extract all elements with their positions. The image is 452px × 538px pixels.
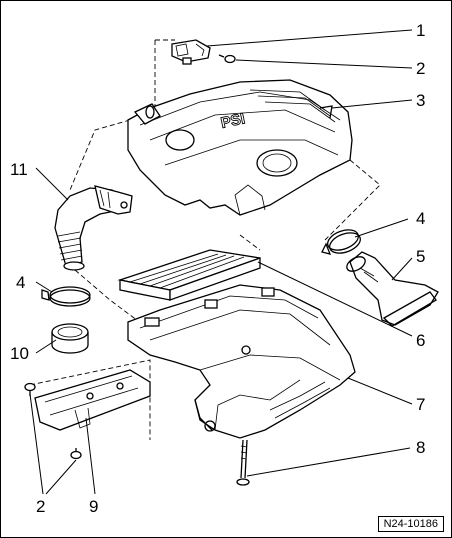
callout-2-top: 2: [416, 59, 425, 78]
callout-4-left: 4: [16, 273, 25, 292]
part-10-seal-ring: [51, 323, 89, 354]
callout-2-bottom: 2: [36, 497, 45, 516]
leader-lines: [29, 29, 413, 495]
callout-1: 1: [416, 21, 425, 40]
callout-numbers: 1 2 3 4 5 6 7 8 11 4 10 2 9: [10, 21, 425, 516]
part-6-filter-element: [117, 249, 261, 301]
callout-4-right: 4: [416, 209, 425, 228]
cover-logo-text: PSI: [219, 110, 246, 132]
part-9-bracket: [34, 369, 151, 431]
part-8-bolt: [236, 439, 250, 486]
part-5-intake-duct: [346, 251, 439, 327]
part-4-clamp-right: [321, 229, 361, 255]
part-2-screws-bottom: [24, 382, 82, 460]
callout-3: 3: [416, 91, 425, 110]
callout-10: 10: [10, 344, 29, 363]
callout-9: 9: [89, 497, 98, 516]
callout-6: 6: [416, 331, 425, 350]
part-4-clamp-left: [41, 286, 91, 307]
callout-7: 7: [416, 395, 425, 414]
part-11-intake-hose: [54, 185, 133, 271]
part-3-engine-cover: PSI: [127, 79, 353, 216]
callout-11: 11: [10, 160, 28, 179]
callout-5: 5: [416, 247, 425, 266]
part-2-screw-top: [218, 54, 236, 64]
reference-code-box: N24-10186: [377, 516, 444, 532]
assembly-guides: [29, 39, 381, 440]
part-7-filter-housing: [127, 284, 356, 439]
part-1-sensor: [171, 39, 211, 65]
callout-8: 8: [416, 438, 425, 457]
